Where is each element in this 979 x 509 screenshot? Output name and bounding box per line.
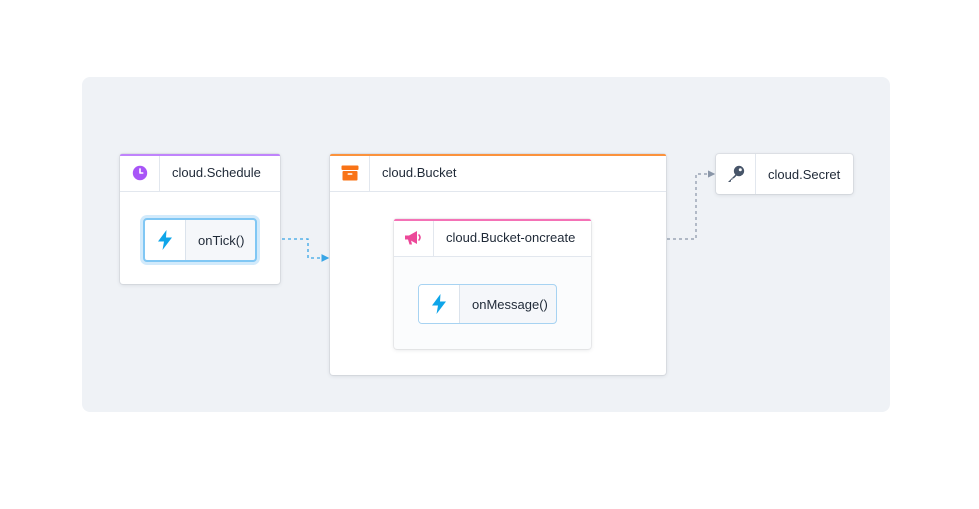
onmessage-function-label: onMessage()	[472, 296, 548, 312]
clock-icon	[132, 165, 147, 180]
megaphone-icon	[404, 230, 421, 244]
secret-node-label: cloud.Secret	[768, 166, 841, 182]
key-icon	[727, 165, 744, 182]
onmessage-function-node[interactable]: onMessage()	[418, 284, 557, 324]
bucket-node-header[interactable]: cloud.Bucket	[330, 154, 666, 192]
archive-box-icon	[341, 165, 358, 180]
lightning-bolt-icon	[432, 294, 446, 314]
bucket-oncreate-topic-label: cloud.Bucket-oncreate	[446, 230, 576, 245]
bucket-node-label: cloud.Bucket	[382, 165, 457, 180]
bucket-oncreate-topic-header[interactable]: cloud.Bucket-oncreate	[394, 219, 591, 257]
schedule-node-label: cloud.Schedule	[172, 165, 261, 180]
ontick-function-node[interactable]: onTick()	[143, 218, 257, 262]
secret-node[interactable]: cloud.Secret	[716, 154, 853, 194]
lightning-bolt-icon	[158, 230, 172, 250]
schedule-node-header[interactable]: cloud.Schedule	[120, 154, 280, 192]
ontick-function-label: onTick()	[198, 232, 245, 248]
